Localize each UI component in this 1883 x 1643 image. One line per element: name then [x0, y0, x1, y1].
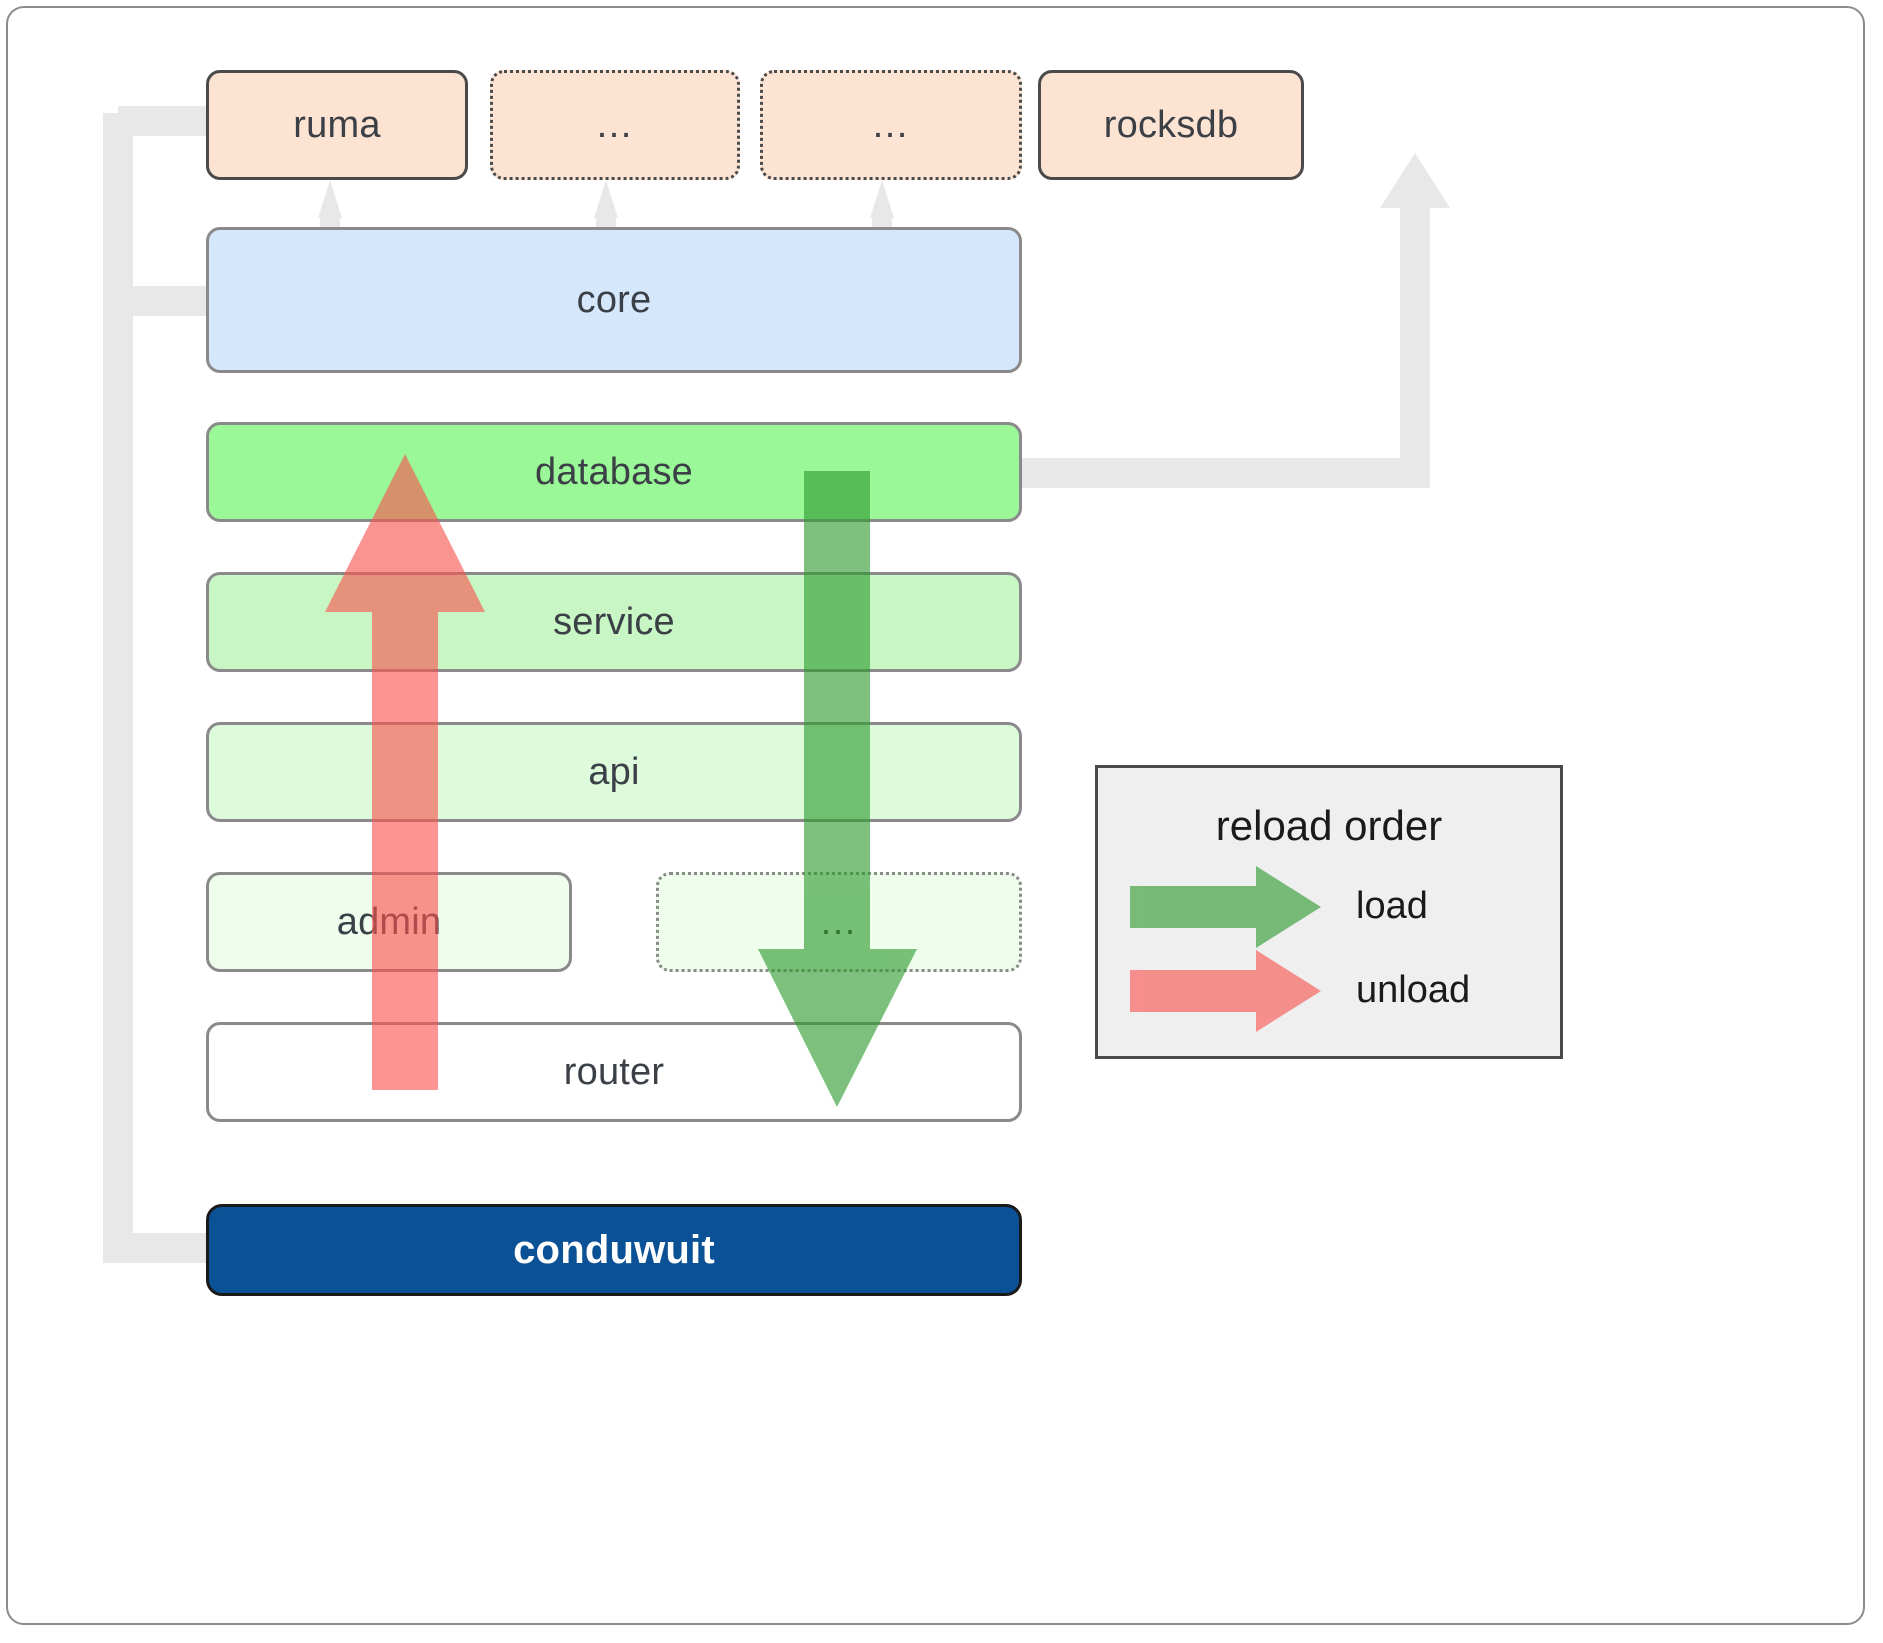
crate-placeholder-1-label: … — [595, 103, 635, 146]
legend-label-unload: unload — [1356, 969, 1471, 1011]
layer-database[interactable]: database — [206, 422, 1022, 522]
layer-core[interactable]: core — [206, 227, 1022, 373]
layer-placeholder-label: … — [819, 900, 859, 943]
legend-panel: reload order load unload — [1095, 765, 1563, 1059]
crate-placeholder-2[interactable]: … — [760, 70, 1022, 180]
layer-router-label: router — [563, 1050, 665, 1093]
layer-api[interactable]: api — [206, 722, 1022, 822]
crate-placeholder-2-label: … — [871, 103, 911, 146]
legend-title: reload order — [1215, 802, 1443, 849]
layer-service-label: service — [553, 600, 675, 643]
layer-placeholder[interactable]: … — [656, 872, 1022, 972]
layer-admin-label: admin — [336, 900, 442, 943]
crate-ruma[interactable]: ruma — [206, 70, 468, 180]
crate-ruma-label: ruma — [293, 103, 381, 146]
layer-core-label: core — [576, 278, 652, 321]
legend-unload-arrow-icon — [1130, 950, 1321, 1032]
diagram-frame: ruma … … rocksdb core database service a… — [6, 6, 1865, 1625]
legend-label-load: load — [1356, 885, 1428, 927]
crate-rocksdb[interactable]: rocksdb — [1038, 70, 1304, 180]
legend-arrow-icons — [1130, 866, 1321, 1032]
crate-placeholder-1[interactable]: … — [490, 70, 740, 180]
layer-router[interactable]: router — [206, 1022, 1022, 1122]
layer-service[interactable]: service — [206, 572, 1022, 672]
layer-api-label: api — [588, 750, 640, 793]
core-to-crate-arrows — [318, 180, 894, 230]
layer-admin[interactable]: admin — [206, 872, 572, 972]
layer-database-label: database — [535, 450, 693, 493]
crate-rocksdb-label: rocksdb — [1103, 103, 1239, 146]
legend-load-arrow-icon — [1130, 866, 1321, 948]
binary-conduwuit[interactable]: conduwuit — [206, 1204, 1022, 1296]
binary-conduwuit-label: conduwuit — [513, 1227, 715, 1272]
